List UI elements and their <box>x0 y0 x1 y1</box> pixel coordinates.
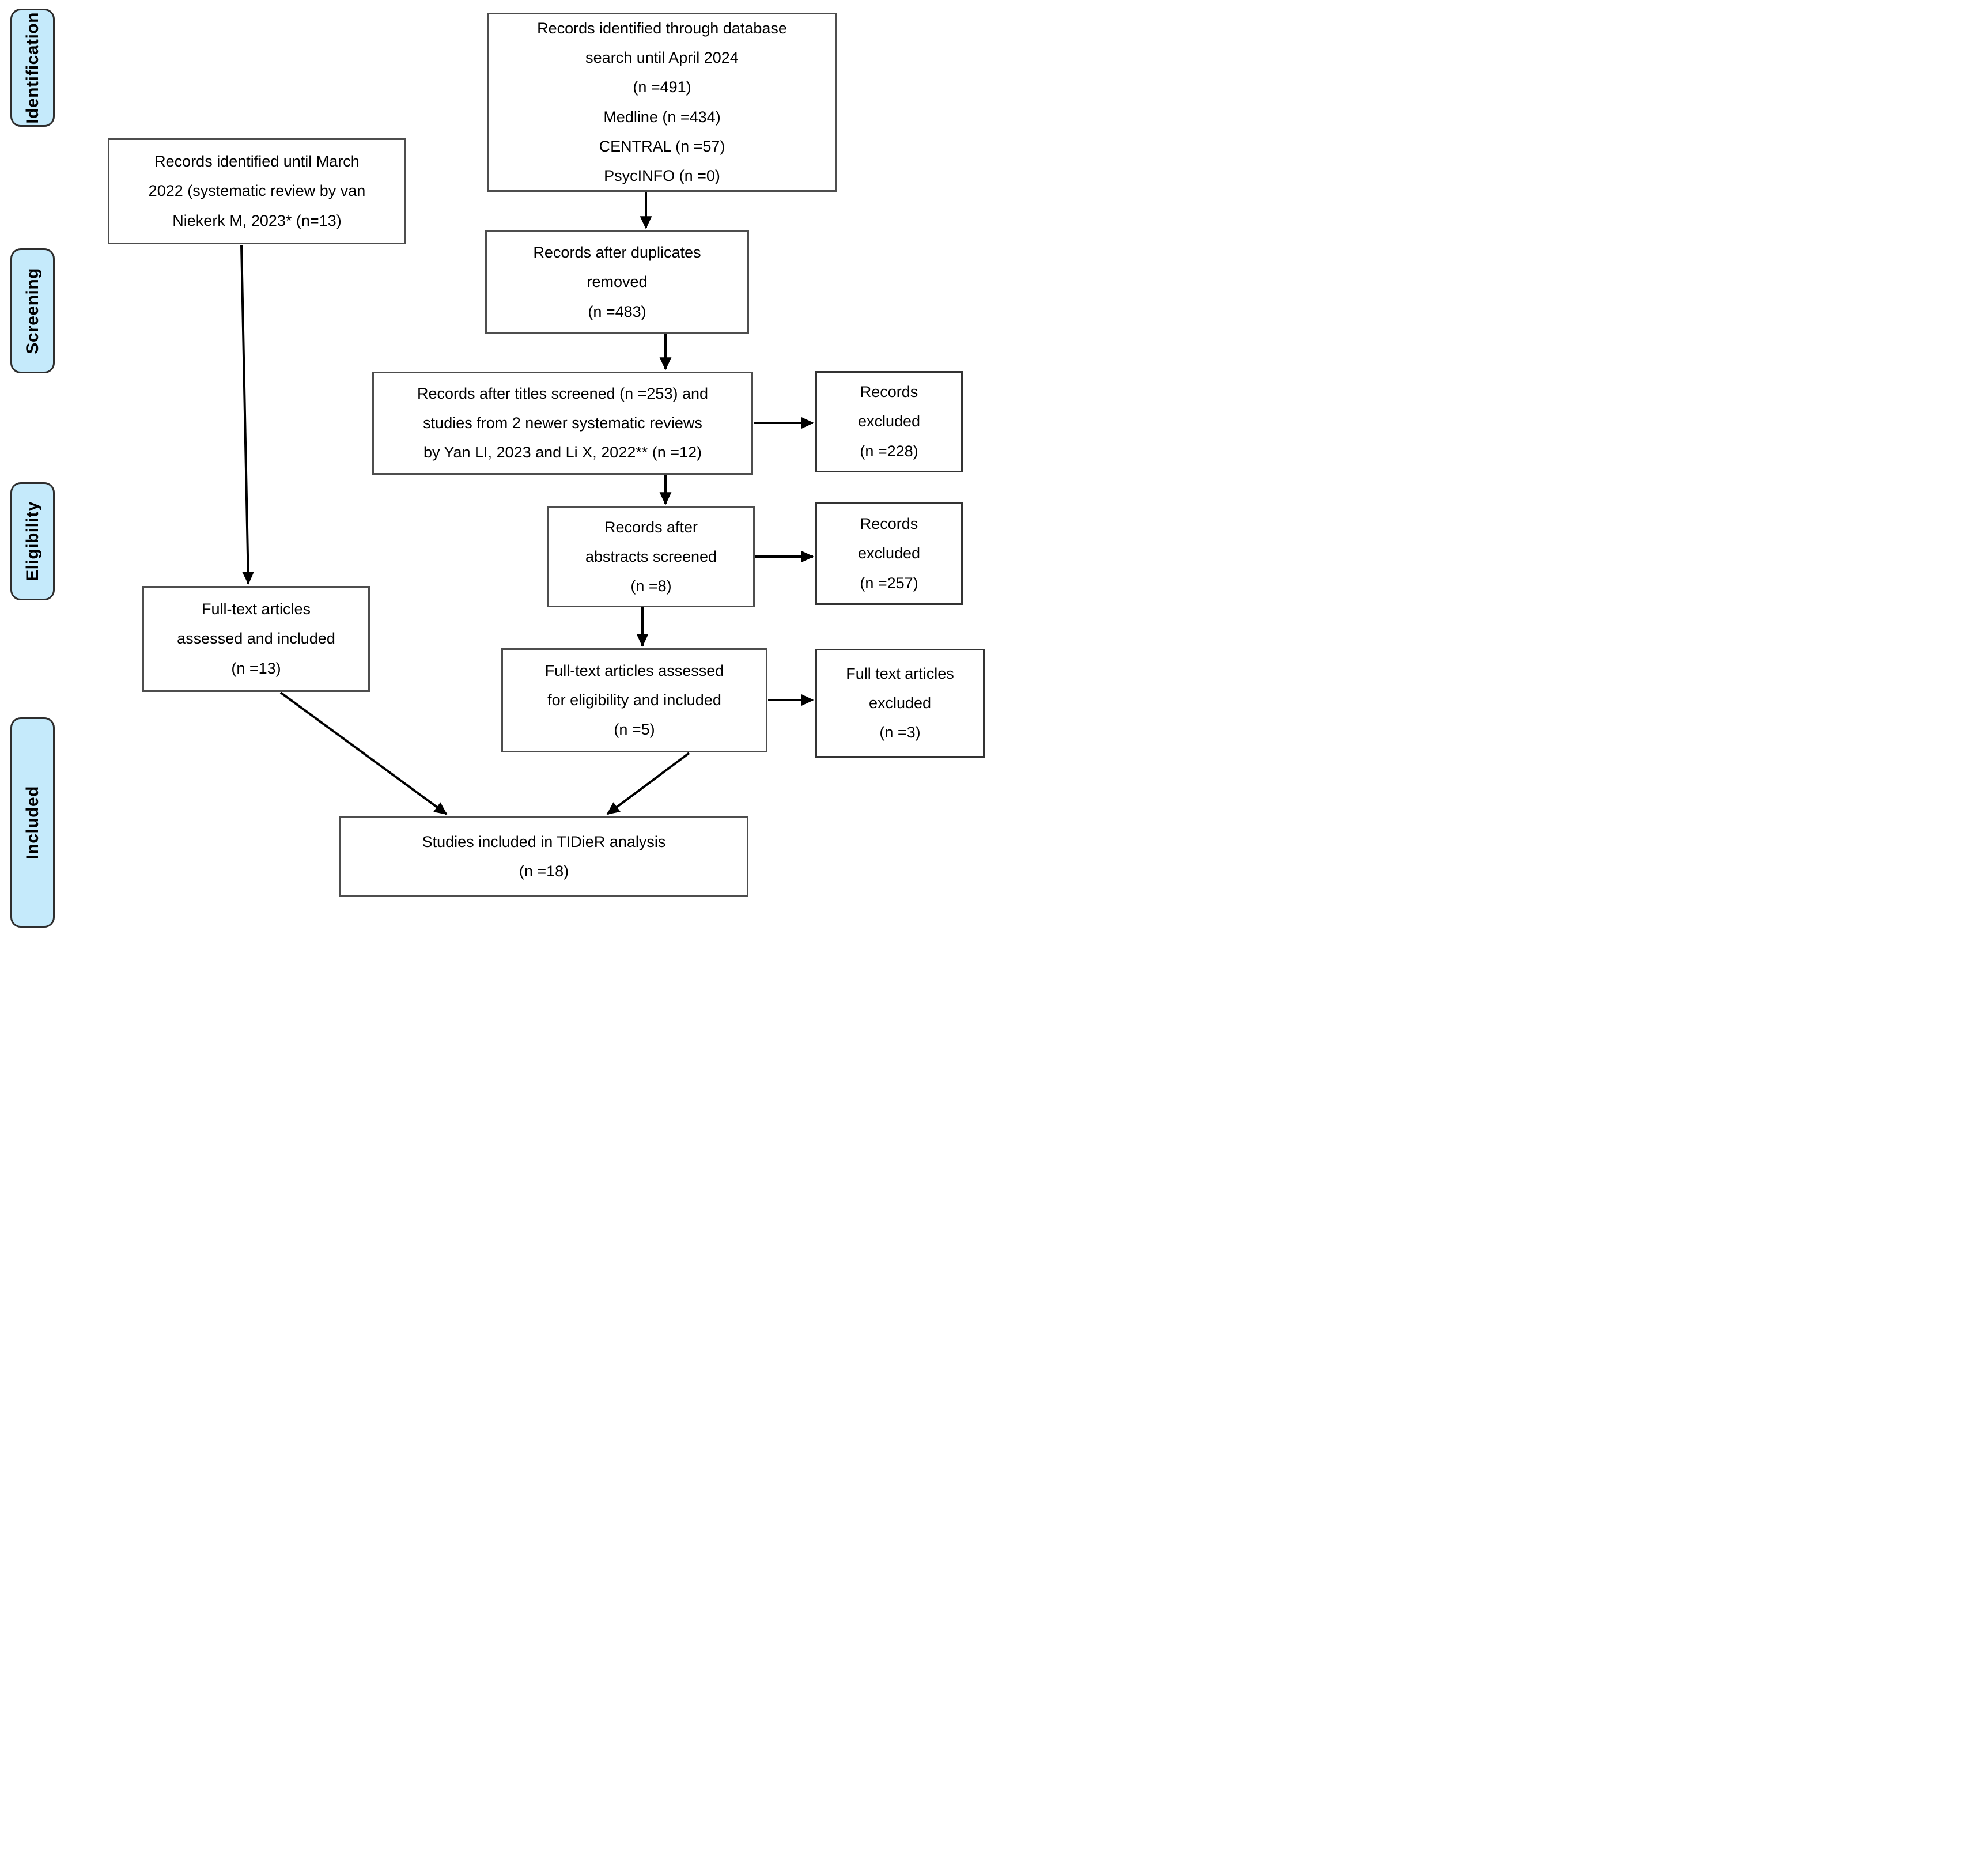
text-line: Records after duplicates <box>533 244 701 262</box>
text-line: assessed and included <box>177 630 335 648</box>
stage-label-text: Included <box>22 785 42 860</box>
text-line: (n =3) <box>879 724 921 742</box>
text-line: by Yan LI, 2023 and Li X, 2022** (n =12) <box>423 444 702 462</box>
text-line: (n =257) <box>860 574 918 592</box>
box-records-excluded-abstracts: Records excluded (n =257) <box>815 502 963 605</box>
text-line: excluded <box>857 413 921 430</box>
text-line: CENTRAL (n =57) <box>599 137 725 155</box>
text-line: Studies included in TIDieR analysis <box>422 833 666 850</box>
text-line: PsycINFO (n =0) <box>604 167 720 185</box>
text-line: (n =13) <box>231 659 281 677</box>
text-line: (n =483) <box>588 302 646 320</box>
text-line: Medline (n =434) <box>603 108 721 126</box>
box-studies-included-tidier: Studies included in TIDieR analysis (n =1… <box>339 816 748 897</box>
text-line: Records <box>860 383 918 401</box>
text-line: (n =18) <box>519 863 569 880</box>
stage-label-text: Identification <box>22 12 42 124</box>
text-line: Records identified through database <box>537 19 787 37</box>
box-records-after-duplicates-removed: Records after duplicates removed (n =483) <box>485 230 749 334</box>
text-line: 2022 (systematic review by van <box>148 182 366 200</box>
text-line: Records after titles screened (n =253) a… <box>417 384 709 402</box>
text-line: (n =491) <box>633 78 691 96</box>
text-line: excluded <box>857 544 921 562</box>
stage-label-identification: Identification <box>10 9 55 127</box>
text-line: studies from 2 newer systematic reviews <box>423 414 702 432</box>
box-fulltext-assessed-included-prior: Full-text articles assessed and included (… <box>142 586 370 692</box>
text-line: Full-text articles assessed <box>544 661 724 679</box>
text-line: Niekerk M, 2023* (n=13) <box>172 211 342 229</box>
text-line: (n =228) <box>860 442 918 460</box>
text-line: Records identified until March <box>154 153 360 171</box>
arrow-fulltextprior-to-tidier <box>279 691 448 815</box>
text-line: excluded <box>868 694 932 712</box>
box-fulltext-assessed-eligibility: Full-text articles assessed for eligibili… <box>501 648 767 752</box>
box-records-excluded-titles: Records excluded (n =228) <box>815 371 963 472</box>
text-line: (n =5) <box>614 721 655 739</box>
box-records-identified-prior-review: Records identified until March 2022 (syst… <box>108 138 406 244</box>
text-line: abstracts screened <box>585 547 717 565</box>
stage-label-text: Screening <box>22 267 42 354</box>
arrow-fulltext-to-tidier <box>606 752 690 815</box>
text-line: Full text articles <box>846 664 954 682</box>
box-records-identified-database: Records identified through database searc… <box>487 13 837 192</box>
box-fulltext-articles-excluded: Full text articles excluded (n =3) <box>815 649 985 758</box>
box-records-after-titles-screened: Records after titles screened (n =253) a… <box>372 372 753 475</box>
text-line: Records after <box>604 518 698 536</box>
text-line: for eligibility and included <box>547 691 721 709</box>
text-line: (n =8) <box>630 577 672 595</box>
stage-label-text: Eligibility <box>22 501 42 581</box>
text-line: removed <box>587 273 648 291</box>
stage-label-included: Included <box>10 717 55 928</box>
text-line: Full-text articles <box>201 600 311 618</box>
stage-label-eligibility: Eligibility <box>10 482 55 600</box>
prisma-flow-diagram: Identification Screening Eligibility Inc… <box>0 0 987 938</box>
text-line: search until April 2024 <box>585 48 739 66</box>
stage-label-screening: Screening <box>10 248 55 373</box>
text-line: Records <box>860 515 918 533</box>
box-records-after-abstracts-screened: Records after abstracts screened (n =8) <box>547 506 755 607</box>
arrow-prior-to-fulltextprior <box>240 244 254 585</box>
